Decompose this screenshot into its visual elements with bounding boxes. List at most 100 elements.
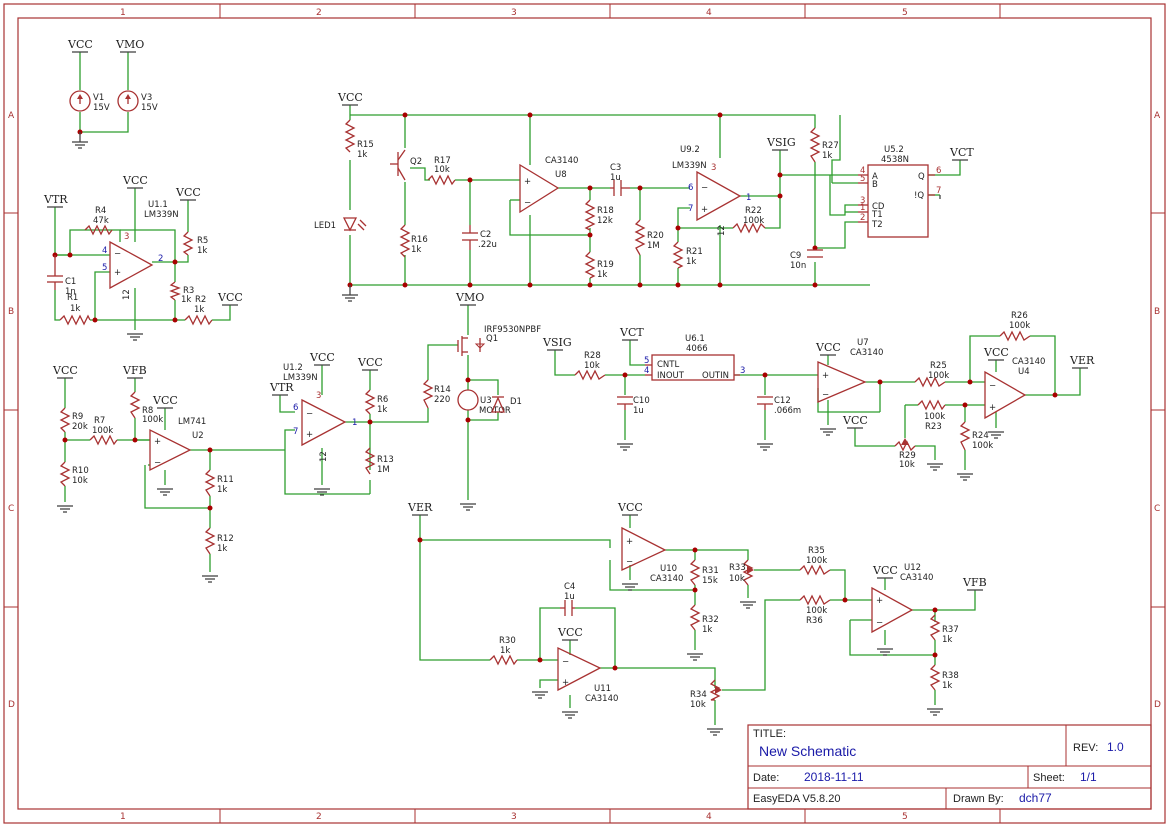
r25-ref: R25 — [930, 361, 947, 371]
net-vcc-r29: VCC — [842, 414, 868, 427]
zone-col-4-bottom: 4 — [706, 812, 712, 822]
svg-text:−: − — [822, 390, 829, 400]
svg-text:CNTL: CNTL — [657, 360, 679, 370]
r13-val: 1M — [377, 465, 390, 475]
svg-text:3: 3 — [860, 196, 865, 206]
c1-ref: C1 — [65, 277, 76, 287]
tool-label: EasyEDA V5.8.20 — [753, 793, 840, 805]
r26-val: 100k — [1009, 321, 1030, 331]
zone-col-3-top: 3 — [511, 8, 517, 18]
junctions — [52, 112, 1058, 671]
r4-val: 47k — [93, 216, 109, 226]
motor-u3: U3 MOTOR — [457, 389, 511, 416]
r35-val: 100k — [806, 556, 827, 566]
svg-text:5: 5 — [644, 356, 649, 366]
r2-val: 1k — [194, 305, 204, 315]
svg-text:LM741: LM741 — [178, 417, 206, 427]
c10-val: 1u — [633, 406, 644, 416]
svg-text:CD: CD — [872, 202, 885, 212]
opamp-u7: + − U7 CA3140 — [817, 338, 883, 403]
r36-val: 100k — [806, 606, 827, 616]
zone-col-1-top: 1 — [120, 8, 126, 18]
r28-val: 10k — [584, 361, 600, 371]
r37-ref: R37 — [942, 625, 959, 635]
svg-text:12: 12 — [122, 289, 132, 300]
r26-ref: R26 — [1011, 311, 1028, 321]
r5-ref: R5 — [197, 236, 208, 246]
r10-ref: R10 — [72, 466, 89, 476]
supply-v3: V3 15V — [117, 90, 158, 113]
r11-body — [204, 469, 216, 497]
svg-text:2: 2 — [860, 213, 865, 223]
r35-ref: R35 — [808, 546, 825, 556]
zone-col-2-top: 2 — [316, 8, 322, 18]
r25-body — [914, 376, 946, 388]
date-value: 2018-11-11 — [804, 770, 864, 784]
net-vcc-r5: VCC — [175, 186, 201, 199]
led-led1: LED1 — [314, 217, 367, 232]
r37-body — [929, 614, 941, 641]
ground-symbols — [57, 132, 1004, 736]
svg-text:LM339N: LM339N — [144, 210, 179, 220]
svg-text:T1: T1 — [871, 210, 883, 220]
r19-val: 1k — [597, 270, 607, 280]
svg-text:!Q: !Q — [914, 191, 924, 201]
net-vfb-r8: VFB — [122, 364, 147, 377]
r9-body — [59, 407, 71, 433]
r15-body — [344, 119, 356, 153]
component-labels: R1 1k R2 1k R3 1k R4 47k R5 1k R6 1k R7 … — [65, 140, 1030, 710]
svg-text:Q: Q — [918, 172, 925, 182]
r30-ref: R30 — [499, 636, 516, 646]
r38-body — [929, 664, 941, 691]
net-vcc-u4: VCC — [983, 346, 1009, 359]
opamp-u2: + − U2 LM741 — [149, 417, 206, 472]
potentiometer-wipers — [715, 438, 909, 694]
c3-ref: C3 — [610, 163, 621, 173]
c9-ref: C9 — [790, 251, 801, 261]
zone-col-1-bottom: 1 — [120, 812, 126, 822]
net-vtr-u1-2: VTR — [269, 381, 294, 394]
r18-ref: R18 — [597, 206, 614, 216]
r30-body — [489, 654, 518, 666]
svg-text:CA3140: CA3140 — [650, 574, 683, 584]
net-vcc-u10: VCC — [617, 501, 643, 514]
r14-ref: R14 — [434, 385, 451, 395]
svg-text:V1: V1 — [93, 93, 104, 103]
c10-ref: C10 — [633, 396, 650, 406]
c12-body — [757, 396, 773, 410]
r28-body — [574, 369, 606, 381]
svg-text:+: + — [114, 268, 121, 278]
r29-val: 10k — [899, 460, 915, 470]
svg-text:LM339N: LM339N — [672, 161, 707, 171]
ic-u6-1: CNTL INOUT OUTIN 5 4 3 U6.1 4066 — [644, 334, 745, 381]
diode-d1: D1 — [491, 396, 522, 413]
svg-text:−: − — [306, 409, 313, 419]
svg-text:1: 1 — [746, 193, 751, 203]
net-vmo-supply: VMO — [115, 38, 144, 51]
c9-val: 10n — [790, 261, 806, 271]
r2-body — [184, 314, 213, 326]
r16-body — [399, 224, 411, 258]
opamp-u9-2: 6 7 1 3 12 − + U9.2 LM339N — [672, 145, 751, 236]
svg-text:1: 1 — [352, 418, 357, 428]
wires — [54, 52, 1081, 725]
svg-text:U2: U2 — [192, 431, 204, 441]
r23-val: 100k — [924, 412, 945, 422]
mosfet-q1: Q1 IRF9530NPBF — [457, 325, 541, 356]
svg-text:4: 4 — [102, 246, 107, 256]
r3-ref: R3 — [183, 286, 194, 296]
svg-text:D1: D1 — [510, 397, 522, 407]
c3-val: 1u — [610, 173, 621, 183]
opamp-u10: + − U10 CA3140 — [621, 526, 683, 584]
zone-row-a-left: A — [8, 111, 15, 121]
r8-ref: R8 — [142, 406, 153, 416]
r4-body — [84, 224, 113, 236]
r4-ref: R4 — [95, 206, 106, 216]
net-vtr-u1-1: VTR — [43, 193, 68, 206]
svg-text:+: + — [562, 678, 569, 688]
r29-body — [894, 440, 916, 452]
resistor-shapes — [59, 119, 1031, 701]
svg-text:LM339N: LM339N — [283, 373, 318, 383]
svg-text:U1.2: U1.2 — [283, 363, 303, 373]
net-vct-u6: VCT — [619, 326, 644, 339]
